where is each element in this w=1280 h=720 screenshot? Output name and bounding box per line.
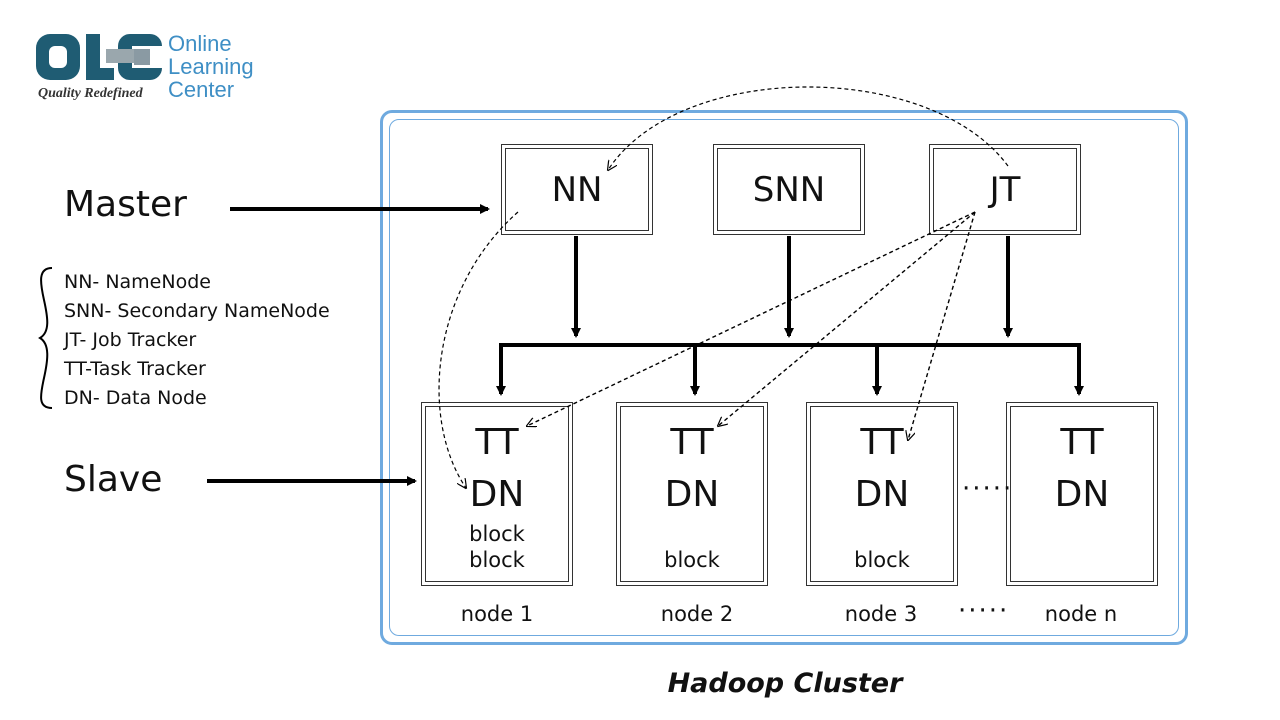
task-tracker-label: TT: [670, 422, 714, 463]
master-node-snn: SNN: [713, 144, 865, 235]
data-node-label: DN: [854, 474, 910, 515]
task-tracker-label: TT: [475, 422, 519, 463]
master-node-jt: JT: [929, 144, 1081, 235]
legend-item-snn: SNN- Secondary NameNode: [64, 300, 330, 322]
logo-text: Online Learning Center: [168, 32, 254, 101]
master-node-label: NN: [551, 169, 603, 210]
diagram-caption: Hadoop Cluster: [667, 668, 903, 699]
slave-node-n: TT DN: [1006, 402, 1158, 586]
slave-node-3: TT DN block: [806, 402, 958, 586]
nn-to-dn1-dashed: [438, 211, 519, 488]
block-label: block: [854, 548, 910, 572]
jt-to-tt2-dashed: [718, 211, 976, 426]
jt-to-nn-dashed: [608, 86, 1009, 170]
legend-item-dn: DN- Data Node: [64, 387, 207, 409]
block-label: block: [664, 548, 720, 572]
slave-label: Slave: [64, 459, 163, 500]
slave-node-2: TT DN block: [616, 402, 768, 586]
legend: NN- NameNode SNN- Secondary NameNode JT-…: [64, 268, 330, 413]
olc-logo-mark: [36, 34, 162, 80]
master-node-nn: NN: [501, 144, 653, 235]
ellipsis-more-labels: ·····: [958, 596, 1010, 626]
master-node-label: JT: [989, 169, 1021, 210]
task-tracker-label: TT: [860, 422, 904, 463]
logo-line-center: Center: [168, 77, 235, 102]
jt-to-tt1-dashed: [527, 211, 976, 426]
cluster-frame-inner: [389, 119, 1179, 636]
logo-tagline: Quality Redefined: [38, 86, 143, 101]
legend-brace: [38, 267, 53, 409]
master-node-label: SNN: [752, 169, 826, 210]
master-label: Master: [64, 184, 187, 225]
ellipsis-more-nodes: ·····: [962, 474, 1014, 504]
cluster-frame-outer: [380, 110, 1188, 645]
node-label-n: node n: [1044, 602, 1118, 626]
node-label-1: node 1: [460, 602, 534, 626]
task-tracker-label: TT: [1060, 422, 1104, 463]
data-node-label: DN: [1054, 474, 1110, 515]
node-label-3: node 3: [844, 602, 918, 626]
data-node-label: DN: [469, 474, 525, 515]
legend-item-nn: NN- NameNode: [64, 271, 211, 293]
data-node-label: DN: [664, 474, 720, 515]
logo-line-learning: Learning: [168, 54, 254, 79]
node-label-2: node 2: [660, 602, 734, 626]
legend-item-jt: JT- Job Tracker: [64, 329, 197, 351]
logo-line-online: Online: [168, 31, 232, 56]
jt-to-tt3-dashed: [908, 211, 976, 440]
block-label: block: [469, 548, 525, 572]
legend-item-tt: TT-Task Tracker: [64, 358, 206, 380]
block-label: block: [469, 522, 525, 546]
slave-node-1: TT DN block block: [421, 402, 573, 586]
